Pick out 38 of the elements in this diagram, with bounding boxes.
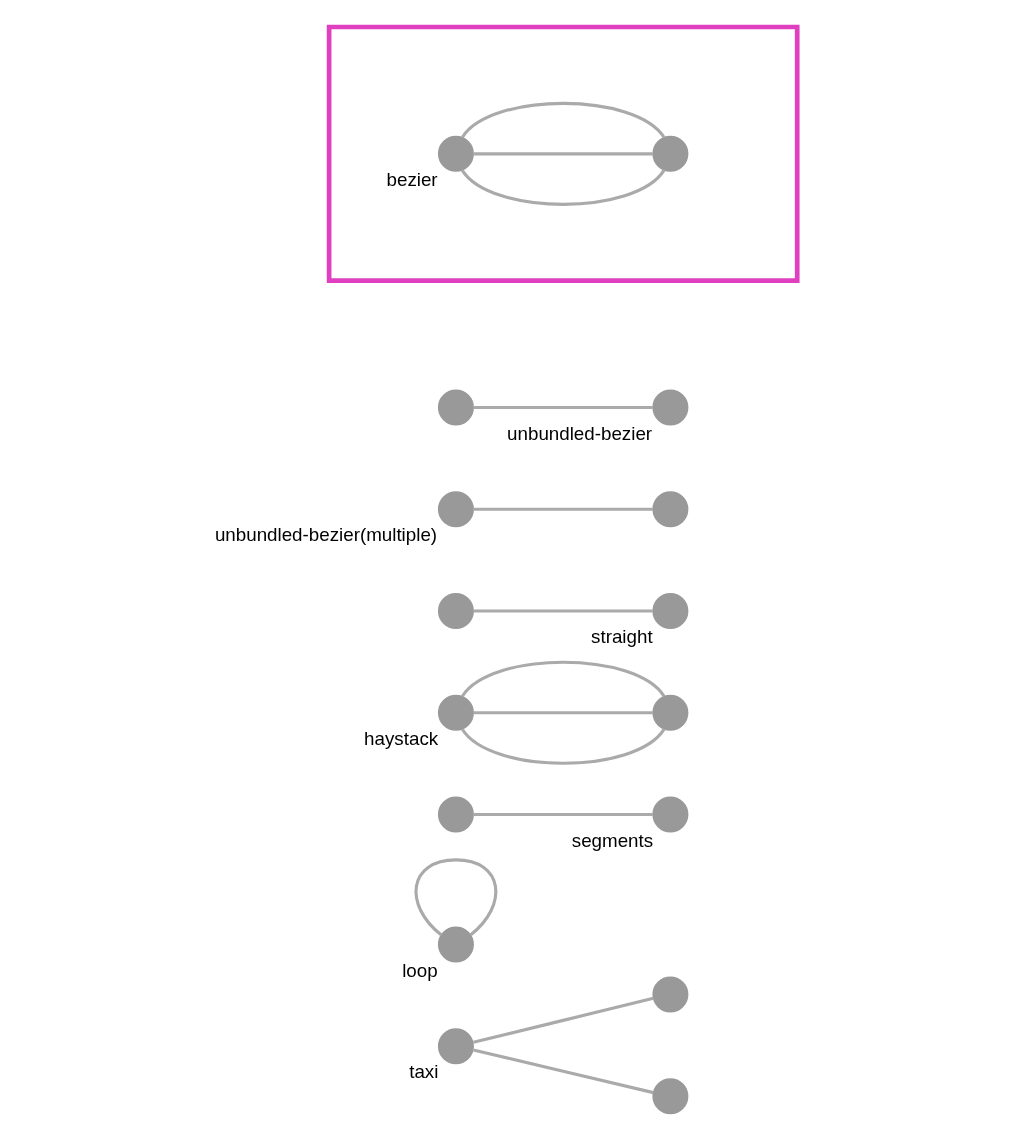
connector	[461, 660, 666, 698]
connector	[473, 609, 653, 613]
node-label: loop	[402, 959, 438, 981]
connector	[473, 507, 653, 511]
node-circle	[652, 976, 689, 1013]
node-circle	[652, 1078, 689, 1115]
node-circle	[437, 926, 474, 963]
node-label: segments	[571, 829, 654, 851]
node-circle	[437, 694, 474, 731]
node-label: unbundled-bezier	[507, 422, 653, 444]
connector	[414, 858, 498, 937]
node-label: straight	[591, 626, 653, 648]
node-circle	[437, 389, 474, 426]
connector	[461, 101, 666, 139]
connector	[461, 169, 666, 206]
node-circle	[652, 135, 689, 172]
connector	[473, 1048, 654, 1095]
node-circle	[652, 592, 689, 629]
cluster	[326, 24, 800, 283]
node-label: bezier	[386, 169, 438, 191]
node-label: taxi	[409, 1061, 439, 1083]
node-label: haystack	[364, 727, 439, 749]
connector	[473, 711, 653, 715]
connector	[473, 812, 653, 817]
node-circle	[652, 796, 689, 833]
node-circle	[652, 694, 689, 731]
connector	[461, 728, 666, 765]
node-circle	[652, 491, 689, 528]
node-circle	[437, 592, 474, 629]
node-circle	[437, 796, 474, 833]
connector	[473, 152, 653, 156]
node-circle	[437, 491, 474, 528]
node-circle	[437, 135, 474, 172]
node-label: unbundled-bezier(multiple)	[214, 524, 438, 546]
connector	[473, 405, 653, 409]
connector	[473, 996, 654, 1044]
node-circle	[437, 1028, 474, 1065]
node-circle	[652, 389, 689, 426]
